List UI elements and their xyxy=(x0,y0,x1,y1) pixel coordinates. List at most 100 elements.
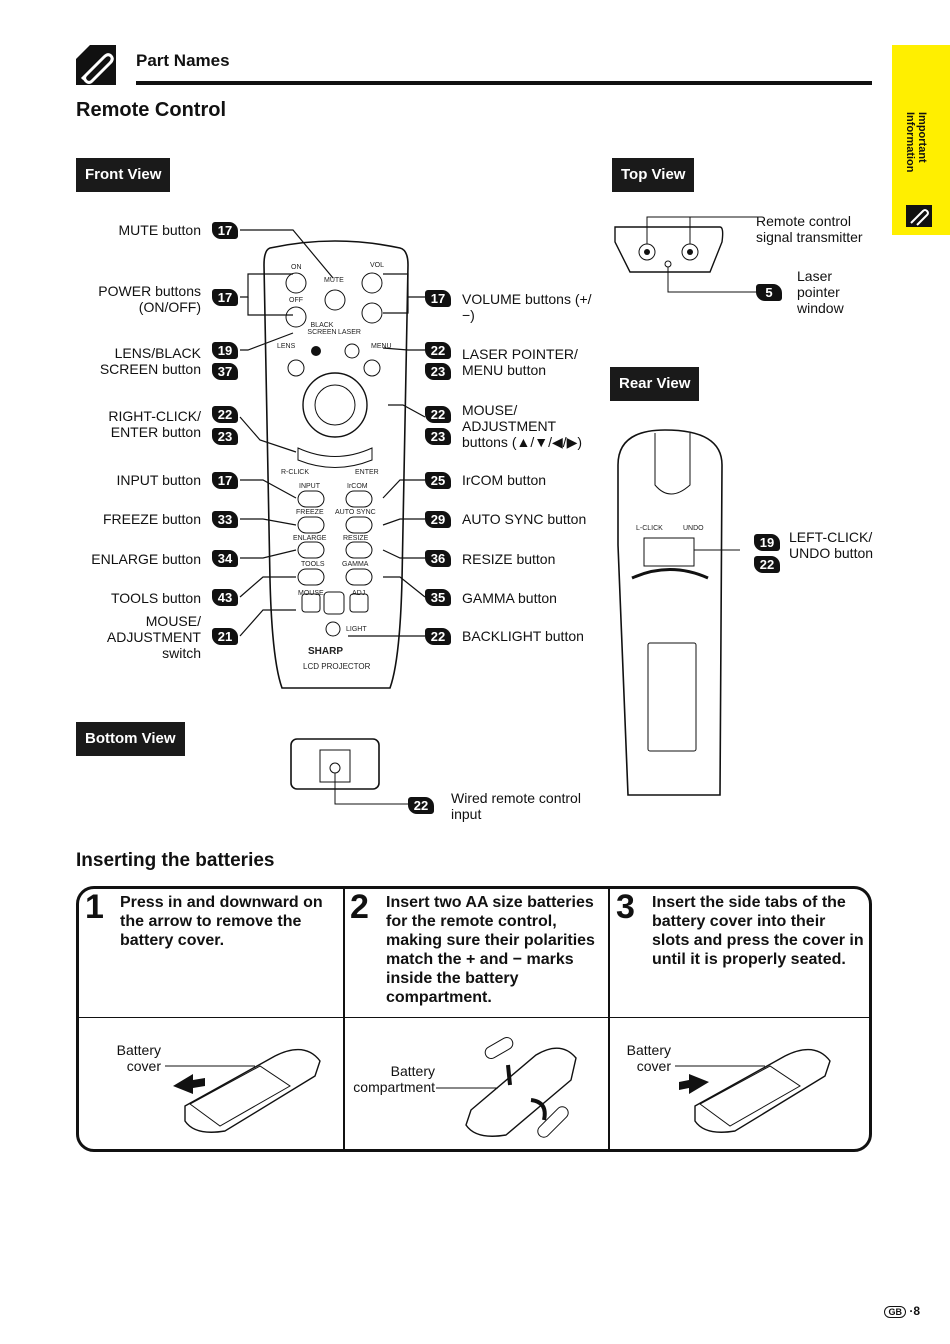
remote-gamma-label: GAMMA xyxy=(342,561,369,568)
step-number: 2 xyxy=(350,888,369,926)
page-ref-badge: 5 xyxy=(756,284,782,301)
page-ref-badge: 29 xyxy=(425,511,451,528)
step3-illustration xyxy=(675,1048,831,1133)
batteries-title: Inserting the batteries xyxy=(76,850,275,871)
remote-model-label: LCD PROJECTOR xyxy=(303,662,371,671)
page-ref-badge: 22 xyxy=(425,406,451,423)
page-ref-badge: 22 xyxy=(754,556,780,573)
step-text: Insert two AA size batteries for the rem… xyxy=(386,894,595,1006)
page-ref-badge: 23 xyxy=(425,363,451,380)
laser-menu-label: LASER POINTER/ MENU button xyxy=(462,346,578,378)
mouse-adjustment-buttons-label: MOUSE/ ADJUSTMENT buttons (▲/▼/◀/▶) xyxy=(462,402,583,450)
page-ref-badge: 21 xyxy=(212,628,238,645)
remote-off-label: OFF xyxy=(289,297,303,304)
remote-laser-label: LASER xyxy=(338,329,361,336)
step-text: Insert the side tabs of the battery cove… xyxy=(652,894,864,968)
bottom-view-label: Bottom View xyxy=(76,722,185,756)
rear-view-label: Rear View xyxy=(610,367,700,401)
batteries-steps-box xyxy=(76,886,872,1152)
page-ref-badge: 37 xyxy=(212,363,238,380)
page-number: GB ·8 xyxy=(884,1304,920,1318)
remote-front-drawing xyxy=(263,240,409,689)
wired-input-label: Wired remote control input xyxy=(451,790,581,822)
battery-compartment-caption: Battery compartment xyxy=(353,1063,435,1095)
page-ref-badge: 22 xyxy=(408,797,434,814)
remote-brand-label: SHARP xyxy=(308,646,344,657)
volume-buttons-label: VOLUME buttons (+/−) xyxy=(462,291,592,323)
top-view-label: Top View xyxy=(612,158,695,192)
gamma-button-label: GAMMA button xyxy=(462,590,557,606)
remote-black-screen-label: BLACK SCREEN xyxy=(307,322,337,336)
page-ref-badge: 19 xyxy=(754,534,780,551)
side-tab-label: Important Information xyxy=(904,112,928,173)
backlight-button-label: BACKLIGHT button xyxy=(462,628,584,644)
section-title: Part Names xyxy=(136,51,230,70)
step1-illustration xyxy=(165,1048,321,1133)
rear-lclick-label: L-CLICK xyxy=(636,525,663,532)
battery-cover-caption: Battery cover xyxy=(626,1042,671,1074)
left-click-undo-label: LEFT-CLICK/ UNDO button xyxy=(789,529,874,561)
remote-adj-label: ADJ. xyxy=(352,590,368,597)
remote-autosync-label: AUTO SYNC xyxy=(335,509,376,516)
clip-icon xyxy=(906,205,932,227)
remote-rear-drawing xyxy=(617,429,740,796)
remote-mouse-label: MOUSE xyxy=(298,590,324,597)
side-tab[interactable] xyxy=(892,45,950,235)
auto-sync-button-label: AUTO SYNC button xyxy=(462,511,587,527)
page-title: Remote Control xyxy=(76,99,226,121)
remote-menu-label: MENU xyxy=(371,343,392,350)
step2-illustration xyxy=(436,1037,577,1138)
ircom-button-label: IrCOM button xyxy=(462,472,547,488)
remote-resize-label: RESIZE xyxy=(343,535,369,542)
rear-undo-label: UNDO xyxy=(683,525,704,532)
enlarge-button-label: ENLARGE button xyxy=(91,551,201,567)
page-ref-badge: 22 xyxy=(212,406,238,423)
laser-window-label: Laser pointer window xyxy=(797,268,844,316)
tools-button-label: TOOLS button xyxy=(110,590,201,606)
power-buttons-label: POWER buttons (ON/OFF) xyxy=(98,283,201,315)
step-text: Press in and downward on the arrow to re… xyxy=(120,894,323,949)
page-ref-badge: 33 xyxy=(212,511,238,528)
page-ref-badge: 34 xyxy=(212,550,238,567)
remote-light-label: LIGHT xyxy=(346,626,367,633)
remote-on-label: ON xyxy=(291,264,302,271)
page-ref-badge: 17 xyxy=(212,222,238,239)
page-number-value: 8 xyxy=(913,1304,920,1318)
region-badge: GB xyxy=(884,1306,906,1318)
page-ref-badge: 17 xyxy=(212,289,238,306)
clip-icon xyxy=(76,45,116,85)
page-ref-badge: 43 xyxy=(212,589,238,606)
lens-black-screen-label: LENS/BLACK SCREEN button xyxy=(99,345,201,377)
page-ref-badge: 36 xyxy=(425,550,451,567)
battery-cover-caption: Battery cover xyxy=(116,1042,161,1074)
remote-top-drawing xyxy=(614,216,758,293)
front-view-label: Front View xyxy=(76,158,171,192)
remote-lens-label: LENS xyxy=(277,343,296,350)
mouse-adjustment-switch-label: MOUSE/ ADJUSTMENT switch xyxy=(106,613,201,661)
transmitter-label: Remote control signal transmitter xyxy=(756,213,863,245)
remote-bottom-drawing xyxy=(290,738,408,805)
page-ref-badge: 35 xyxy=(425,589,451,606)
input-button-label: INPUT button xyxy=(116,472,201,488)
remote-vol-label: VOL xyxy=(370,262,385,269)
remote-tools-label: TOOLS xyxy=(301,561,325,568)
page-ref-badge: 22 xyxy=(425,628,451,645)
mute-button-label: MUTE button xyxy=(118,222,201,238)
page-ref-badge: 23 xyxy=(212,428,238,445)
remote-enlarge-label: ENLARGE xyxy=(293,535,327,542)
remote-rclick-label: R-CLICK xyxy=(281,469,310,476)
remote-freeze-label: FREEZE xyxy=(296,509,324,516)
page-ref-badge: 22 xyxy=(425,342,451,359)
header-rule xyxy=(136,81,872,85)
step-number: 1 xyxy=(85,888,104,926)
step-number: 3 xyxy=(616,888,635,926)
resize-button-label: RESIZE button xyxy=(462,551,556,567)
remote-ircom-label: IrCOM xyxy=(347,483,368,490)
front-leader-lines xyxy=(239,229,426,637)
remote-mute-label: MUTE xyxy=(324,277,344,284)
page-ref-badge: 25 xyxy=(425,472,451,489)
page-ref-badge: 17 xyxy=(212,472,238,489)
freeze-button-label: FREEZE button xyxy=(102,511,201,527)
page-ref-badge: 19 xyxy=(212,342,238,359)
page-ref-badge: 23 xyxy=(425,428,451,445)
